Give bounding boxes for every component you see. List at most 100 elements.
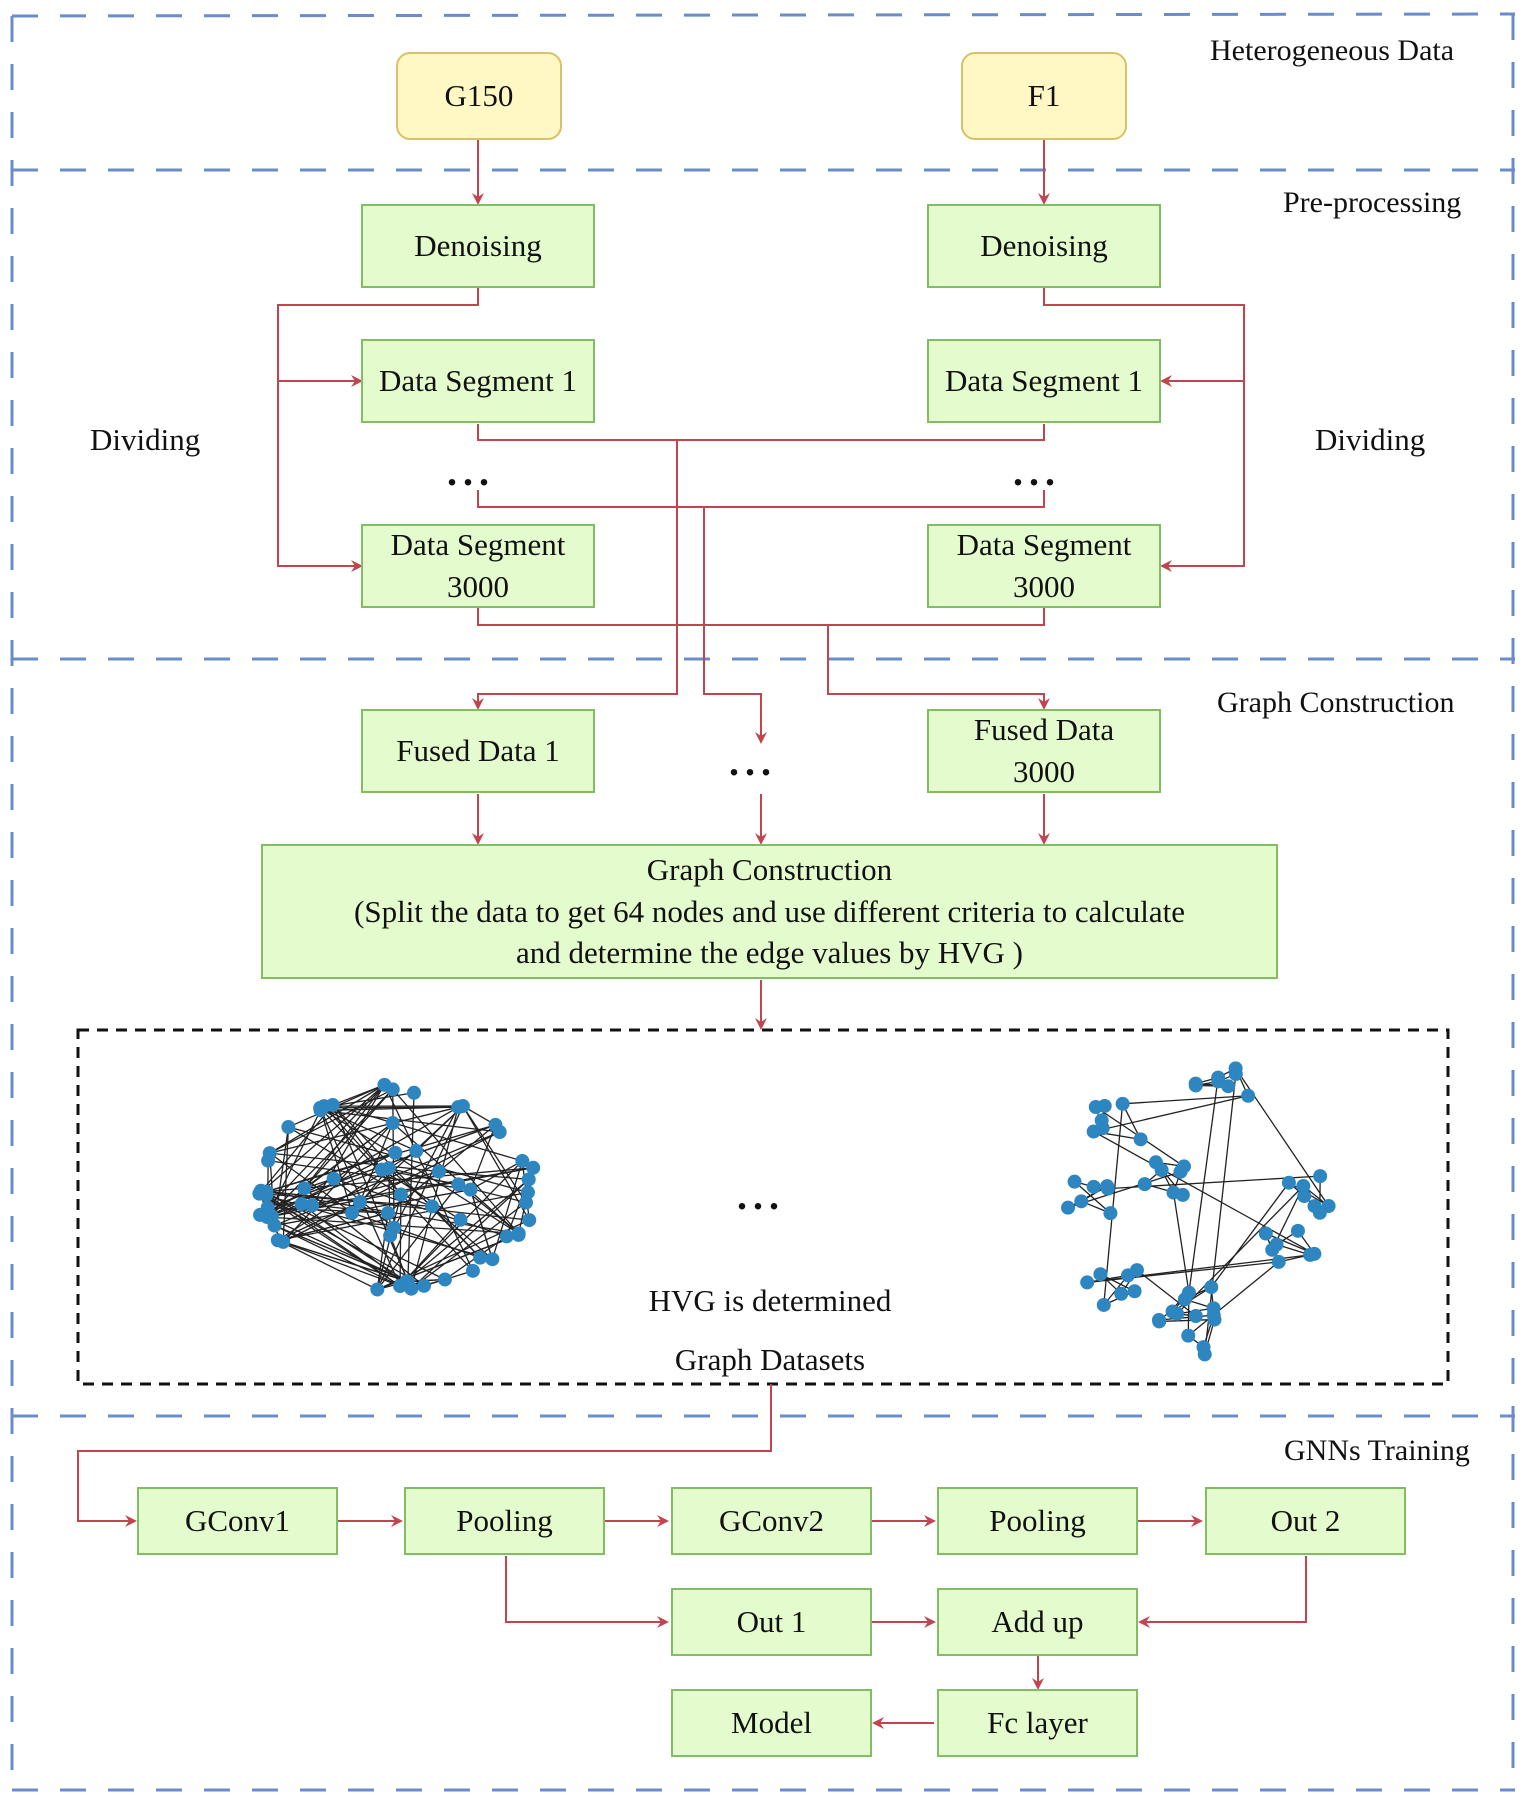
graph-edge bbox=[389, 1235, 409, 1282]
graph-edge bbox=[462, 1105, 530, 1221]
fused-data-3000: Fused Data 3000 bbox=[927, 709, 1161, 793]
graph-edge bbox=[320, 1106, 459, 1109]
graph-edge bbox=[259, 1193, 425, 1287]
graph-edge bbox=[259, 1193, 401, 1287]
graph-node bbox=[1093, 1267, 1108, 1282]
graph-node bbox=[1313, 1169, 1328, 1184]
section-border-top bbox=[11, 12, 1516, 18]
graph-node bbox=[1188, 1078, 1203, 1093]
graph-edge bbox=[1172, 1192, 1190, 1293]
graph-node bbox=[404, 1281, 419, 1296]
graph-edge bbox=[282, 1127, 290, 1242]
graph-edge bbox=[303, 1122, 394, 1189]
graph-node bbox=[521, 1172, 536, 1187]
arrow-merge-fused1 bbox=[472, 440, 678, 710]
out1-block: Out 1 bbox=[671, 1588, 872, 1656]
graph-node bbox=[267, 1218, 282, 1233]
graph-node bbox=[1188, 1309, 1203, 1324]
hvg-caption: HVG is determined bbox=[648, 1283, 892, 1318]
graph-edge bbox=[277, 1239, 409, 1283]
graph-edge bbox=[1093, 1095, 1249, 1133]
graph-edge bbox=[311, 1170, 440, 1207]
denoising-left: Denoising bbox=[361, 204, 595, 288]
graph-node bbox=[261, 1153, 276, 1168]
graph-node bbox=[270, 1233, 285, 1248]
graph-edge bbox=[311, 1084, 386, 1206]
arrow-datasets-gconv1 bbox=[77, 1384, 772, 1527]
graph-edge bbox=[470, 1160, 523, 1191]
pooling-2-block: Pooling bbox=[937, 1487, 1138, 1555]
graph-edge bbox=[1136, 1269, 1197, 1317]
graph-node bbox=[407, 1085, 422, 1100]
graph-edge bbox=[469, 1189, 494, 1260]
graph-edge bbox=[260, 1190, 530, 1221]
pooling-1-block: Pooling bbox=[404, 1487, 605, 1555]
graph-node bbox=[1097, 1098, 1112, 1113]
line-seg1-merge bbox=[477, 424, 1045, 441]
graph-edge bbox=[274, 1224, 409, 1283]
graph-edge bbox=[1103, 1103, 1124, 1306]
graph-node bbox=[522, 1213, 537, 1228]
arrow-right-divide-segN bbox=[1160, 381, 1245, 572]
graph-node bbox=[393, 1187, 408, 1202]
graph-edge bbox=[1122, 1095, 1249, 1105]
graph-construction-desc-1: (Split the data to get 64 nodes and use … bbox=[354, 893, 1185, 929]
graph-node bbox=[1265, 1242, 1280, 1257]
graph-node bbox=[374, 1162, 389, 1177]
addup-block: Add up bbox=[937, 1588, 1138, 1656]
graph-node bbox=[1061, 1200, 1076, 1215]
graph-edge bbox=[332, 1104, 523, 1162]
graph-node bbox=[526, 1160, 541, 1175]
hvg-graph-left bbox=[252, 1077, 541, 1297]
graph-node bbox=[1241, 1088, 1256, 1103]
graph-edge bbox=[399, 1194, 402, 1287]
fused-data-1: Fused Data 1 bbox=[361, 709, 595, 793]
graph-edge bbox=[332, 1104, 402, 1195]
graph-node bbox=[1290, 1223, 1305, 1238]
graph-node bbox=[1170, 1306, 1185, 1321]
graph-node bbox=[473, 1250, 488, 1265]
graph-node bbox=[388, 1145, 403, 1160]
section-label-heterogeneous: Heterogeneous Data bbox=[1210, 34, 1455, 67]
arrow-left-divide-seg1 bbox=[277, 288, 479, 387]
dividing-label-left: Dividing bbox=[90, 422, 201, 457]
graph-node bbox=[1114, 1286, 1129, 1301]
graph-node bbox=[1307, 1246, 1322, 1261]
graph-node bbox=[1176, 1159, 1191, 1174]
graph-node bbox=[281, 1120, 296, 1135]
graph-edge bbox=[268, 1160, 471, 1191]
graph-node bbox=[1206, 1308, 1221, 1323]
graph-node bbox=[1133, 1132, 1148, 1147]
graph-edge bbox=[288, 1126, 529, 1193]
graph-node bbox=[1094, 1113, 1109, 1128]
graph-node bbox=[437, 1272, 452, 1287]
out2-block: Out 2 bbox=[1205, 1487, 1406, 1555]
graph-edge bbox=[1158, 1314, 1214, 1321]
graph-edge bbox=[462, 1105, 527, 1203]
graph-edge bbox=[319, 1107, 520, 1235]
graph-node bbox=[1096, 1297, 1111, 1312]
gconv1-block: GConv1 bbox=[137, 1487, 338, 1555]
graph-node bbox=[1228, 1067, 1243, 1082]
graph-node bbox=[520, 1185, 535, 1200]
graph-node bbox=[1177, 1292, 1192, 1307]
graph-edge bbox=[269, 1152, 439, 1173]
graph-edge bbox=[399, 1178, 530, 1287]
source-f1: F1 bbox=[961, 52, 1127, 140]
graph-node bbox=[1103, 1206, 1118, 1221]
graph-node bbox=[1120, 1268, 1135, 1283]
graph-node bbox=[385, 1116, 400, 1131]
graph-edge bbox=[1210, 1182, 1290, 1288]
graph-edge bbox=[303, 1088, 394, 1189]
arrow-pool1-out1 bbox=[505, 1556, 669, 1628]
graph-edge bbox=[1093, 1130, 1315, 1255]
graph-node bbox=[1067, 1174, 1082, 1189]
graph-edge bbox=[319, 1107, 417, 1152]
graph-node bbox=[465, 1263, 480, 1278]
graph-edge bbox=[431, 1205, 481, 1259]
graph-edge bbox=[267, 1206, 389, 1214]
graph-edge bbox=[269, 1105, 464, 1154]
graph-edge bbox=[301, 1203, 412, 1290]
graph-edge bbox=[392, 1088, 520, 1234]
graph-datasets-ellipsis: ... bbox=[737, 1173, 785, 1218]
